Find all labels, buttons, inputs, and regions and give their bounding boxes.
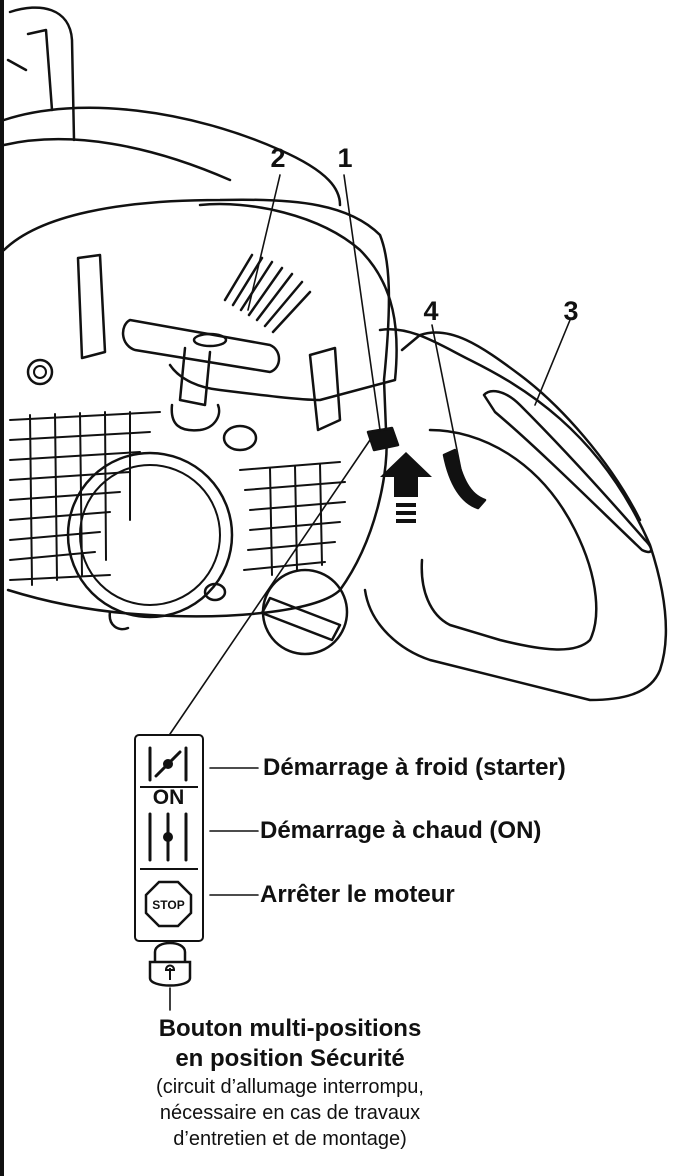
caption-title-line2: en position Sécurité — [175, 1045, 405, 1072]
rear-handle-inner — [420, 428, 598, 651]
cylinder-cover — [168, 202, 398, 402]
panel-divider-bottom — [140, 868, 198, 870]
starter-grip-logo — [192, 332, 228, 348]
leader-3 — [534, 319, 571, 406]
stop-icon: STOP — [144, 880, 193, 928]
mode-warm-start-label: Démarrage à chaud (ON) — [260, 817, 542, 844]
side-rib-right — [308, 346, 342, 432]
flywheel-tab — [108, 610, 130, 631]
front-handle — [6, 6, 76, 142]
screw-mid — [222, 424, 258, 452]
mode-cold-start-label: Démarrage à froid (starter) — [263, 754, 566, 781]
choke-icon — [148, 746, 188, 782]
handle-curve — [2, 106, 342, 207]
side-rib-left — [76, 253, 107, 360]
switch-position-panel: ON STOP — [134, 734, 204, 942]
fuel-cap-grip — [260, 596, 342, 642]
callout-4: 4 — [423, 296, 439, 326]
switch-lever — [366, 426, 400, 452]
padlock-icon — [148, 941, 192, 987]
caption-title-line1: Bouton multi-positions — [158, 1015, 422, 1042]
up-arrow-icon — [380, 452, 432, 523]
caption-note-line2: nécessaire en cas de travaux — [159, 1102, 421, 1124]
on-label: ON — [152, 786, 185, 809]
leader-2 — [247, 174, 281, 311]
rear-handle-outer — [363, 327, 668, 702]
leader-1 — [343, 174, 381, 431]
flywheel-cover — [66, 451, 234, 619]
screw-left-inner — [33, 365, 47, 379]
screw-low — [203, 582, 227, 602]
cover-vents — [223, 253, 312, 334]
warm-start-icon — [148, 812, 188, 862]
screw-left — [26, 358, 54, 386]
mode-stop-label: Arrêter le moteur — [260, 881, 455, 908]
safety-position-caption: Bouton multi-positions en position Sécur… — [90, 1014, 490, 1152]
rear-handle-top — [400, 331, 642, 522]
starter-grip — [121, 318, 281, 432]
panel-divider-top — [140, 786, 198, 788]
caption-note-line3: d’entretien et de montage) — [173, 1128, 407, 1150]
stop-label: STOP — [152, 898, 184, 912]
page-left-border — [0, 0, 4, 1176]
caption-note-line1: (circuit d’allumage interrompu, — [156, 1076, 424, 1098]
callout-1: 1 — [337, 143, 353, 173]
throttle-lock — [482, 389, 653, 554]
cooling-fins — [9, 411, 346, 586]
flywheel-cover-inner — [79, 464, 221, 606]
callout-2: 2 — [270, 143, 286, 173]
callout-3: 3 — [563, 296, 579, 326]
leader-switch-panel — [169, 439, 371, 735]
leader-4 — [431, 324, 463, 476]
throttle-trigger — [442, 448, 487, 510]
engine-housing — [2, 198, 391, 618]
